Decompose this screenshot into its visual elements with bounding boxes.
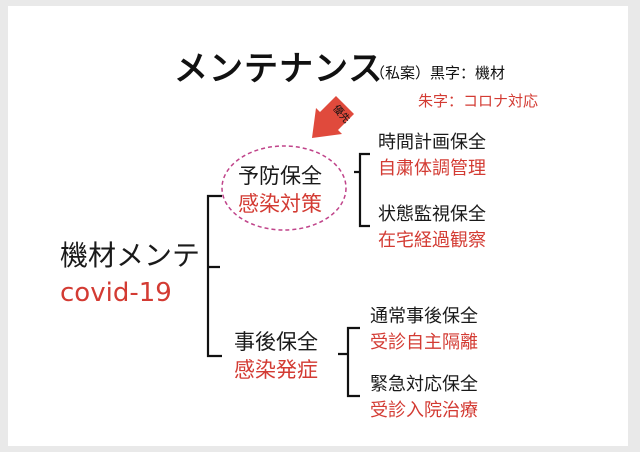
branch-preventive-red: 感染対策: [238, 192, 322, 216]
slide: メンテナンス （私案）黒字：機材 朱字：コロナ対応 優先 機材メンテ covid…: [8, 6, 628, 446]
priority-arrow-icon: [312, 96, 354, 138]
corrective-bracket: [338, 326, 360, 398]
root-label-red: covid-19: [60, 278, 172, 308]
leaf-emergency-black: 緊急対応保全: [370, 374, 478, 395]
leaf-normal-corrective-red: 受診自主隔離: [370, 332, 478, 353]
leaf-emergency-red: 受診入院治療: [370, 400, 478, 421]
leaf-time-based-black: 時間計画保全: [378, 132, 486, 153]
tree-connector-lines: [206, 96, 370, 398]
priority-ellipse: [221, 145, 347, 231]
branch-corrective-black: 事後保全: [234, 330, 318, 354]
leaf-time-based-red: 自粛体調管理: [378, 158, 486, 179]
page-title: メンテナンス: [174, 49, 384, 89]
branch-preventive-black: 予防保全: [238, 164, 322, 188]
leaf-condition-based-black: 状態監視保全: [378, 204, 486, 225]
leaf-condition-based-red: 在宅経過観察: [378, 230, 486, 251]
leaf-normal-corrective-black: 通常事後保全: [370, 306, 478, 327]
root-bracket: [206, 194, 222, 358]
branch-corrective-red: 感染発症: [234, 358, 318, 382]
legend-black-text: （私案）黒字：機材: [370, 64, 506, 82]
root-label-black: 機材メンテ: [60, 239, 201, 272]
preventive-bracket: [354, 152, 370, 228]
legend-red-text: 朱字：コロナ対応: [418, 92, 539, 110]
